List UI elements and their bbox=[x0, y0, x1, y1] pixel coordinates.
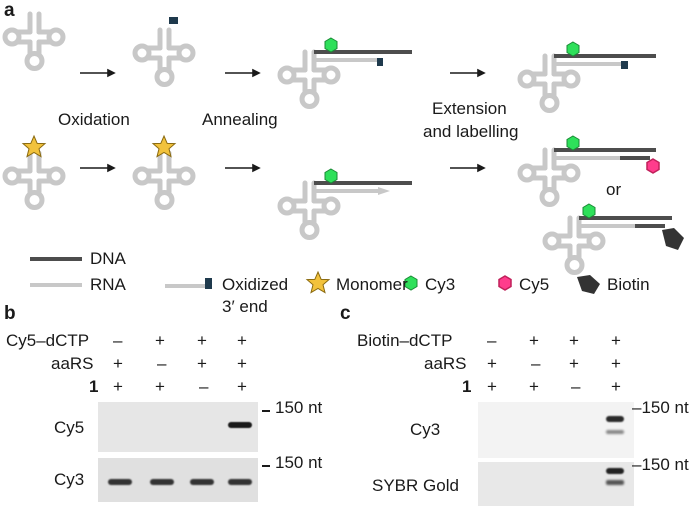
gel-band bbox=[108, 479, 132, 485]
c-row-aars: aaRS bbox=[424, 354, 467, 373]
marker-tick bbox=[262, 465, 270, 467]
legend-biotin-label: Biotin bbox=[607, 275, 650, 294]
legend-monomer-icon bbox=[306, 271, 330, 294]
gel-c-marker-top: –150 nt bbox=[632, 398, 689, 417]
b-row-compound1: 1 bbox=[89, 377, 99, 396]
b-cell: + bbox=[237, 331, 247, 350]
c-cell: + bbox=[569, 331, 579, 350]
c-cell: – bbox=[487, 331, 497, 350]
gel-b-marker-bottom: 150 nt bbox=[275, 453, 323, 472]
gel-c-sybr-label: SYBR Gold bbox=[372, 476, 459, 495]
c-cell: + bbox=[529, 331, 539, 350]
panel-b-label: b bbox=[4, 303, 16, 324]
step-extension-line1: Extension bbox=[432, 99, 507, 118]
legend-oxidized-label-2: 3′ end bbox=[222, 297, 268, 316]
gel-b-cy5 bbox=[98, 402, 258, 452]
b-row-cy5dctp: Cy5–dCTP bbox=[6, 331, 90, 350]
b-cell: + bbox=[155, 331, 165, 350]
c-cell: + bbox=[569, 354, 579, 373]
gel-band bbox=[606, 468, 624, 474]
gel-b-cy3 bbox=[98, 458, 258, 502]
gel-band bbox=[190, 479, 214, 485]
step-annealing: Annealing bbox=[202, 110, 278, 129]
c-cell: + bbox=[611, 331, 621, 350]
legend-cy3-label: Cy3 bbox=[425, 275, 456, 294]
legend-cy5-icon bbox=[498, 275, 512, 291]
gel-band bbox=[228, 479, 252, 485]
legend-monomer-label: Monomer bbox=[336, 275, 408, 294]
arrows-row1 bbox=[80, 68, 486, 78]
b-row-aars: aaRS bbox=[51, 354, 94, 373]
oxidized-end-marker bbox=[169, 17, 178, 24]
or-label: or bbox=[606, 180, 622, 199]
c-row-compound1: 1 bbox=[462, 377, 472, 396]
gel-c-cy3 bbox=[478, 402, 634, 458]
gel-c-sybr bbox=[478, 462, 634, 506]
c-cell: + bbox=[529, 377, 539, 396]
gel-band bbox=[606, 430, 624, 434]
gel-band bbox=[228, 422, 252, 428]
c-cell: – bbox=[531, 354, 541, 373]
legend-dna-label: DNA bbox=[90, 249, 126, 268]
gel-c-marker-bottom: –150 nt bbox=[632, 455, 689, 474]
b-cell: – bbox=[157, 354, 167, 373]
arrows-row2 bbox=[80, 163, 486, 173]
trna-row2-2 bbox=[135, 153, 193, 208]
gel-c-cy3-label: Cy3 bbox=[410, 420, 441, 439]
marker-tick bbox=[262, 410, 270, 412]
trna-row1-2 bbox=[135, 30, 193, 85]
b-cell: + bbox=[237, 354, 247, 373]
c-cell: – bbox=[571, 377, 581, 396]
legend-biotin-icon bbox=[577, 275, 600, 294]
b-cell: – bbox=[199, 377, 209, 396]
trna-row1-1 bbox=[5, 14, 63, 69]
b-cell: + bbox=[197, 331, 207, 350]
b-cell: + bbox=[197, 354, 207, 373]
c-cell: + bbox=[611, 354, 621, 373]
step-oxidation: Oxidation bbox=[58, 110, 130, 129]
c-cell: + bbox=[487, 377, 497, 396]
b-cell: + bbox=[155, 377, 165, 396]
gel-b-cy3-label: Cy3 bbox=[54, 470, 85, 489]
b-cell: – bbox=[113, 331, 123, 350]
gel-band bbox=[606, 416, 624, 422]
c-cell: + bbox=[487, 354, 497, 373]
gel-band bbox=[606, 480, 624, 485]
gel-b-cy5-label: Cy5 bbox=[54, 418, 85, 437]
gel-b-marker-top: 150 nt bbox=[275, 398, 323, 417]
legend-cy5-label: Cy5 bbox=[519, 275, 550, 294]
panel-a-label: a bbox=[4, 0, 15, 21]
b-cell: + bbox=[113, 354, 123, 373]
legend-rna-label: RNA bbox=[90, 275, 126, 294]
step-extension-line2: and labelling bbox=[423, 122, 519, 141]
gel-band bbox=[150, 479, 174, 485]
panel-c-label: c bbox=[340, 303, 351, 324]
c-row-biotindctp: Biotin–dCTP bbox=[357, 331, 453, 350]
legend-oxidized-label-1: Oxidized bbox=[222, 275, 289, 294]
b-cell: + bbox=[113, 377, 123, 396]
trna-row2-1 bbox=[5, 153, 63, 208]
c-cell: + bbox=[611, 377, 621, 396]
b-cell: + bbox=[237, 377, 247, 396]
